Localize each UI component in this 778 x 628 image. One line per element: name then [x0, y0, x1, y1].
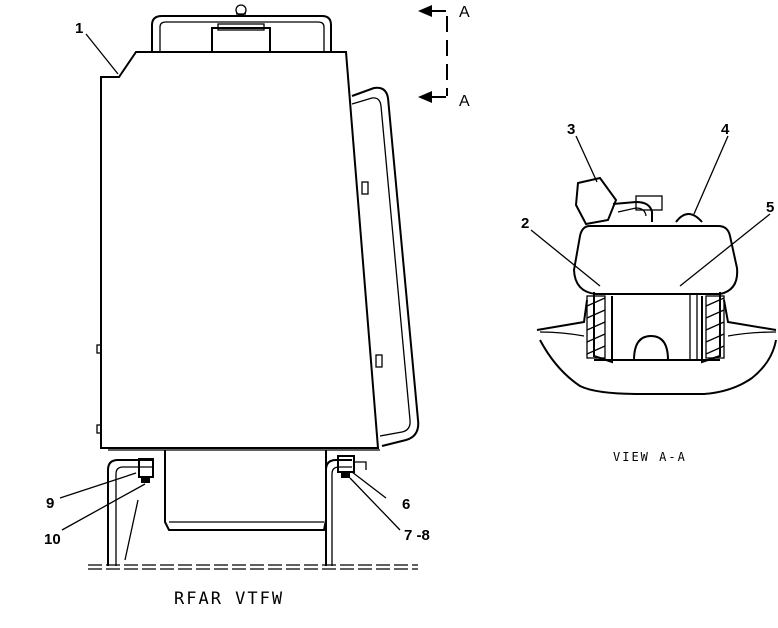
cap-knob: [235, 4, 247, 16]
callout-3: 3: [567, 121, 575, 138]
callout-9: 9: [46, 495, 54, 512]
tag: [574, 176, 618, 226]
callout-6: 6: [402, 496, 410, 513]
callout-4: 4: [721, 121, 730, 138]
side-guard: [351, 86, 420, 447]
right-bracket: [325, 459, 352, 566]
section-marker: A A: [418, 4, 470, 110]
rear-view-assembly: [88, 4, 420, 570]
tank-body: [100, 51, 380, 449]
lower-canister: [164, 450, 327, 531]
view-aa-detail: [536, 176, 777, 395]
filler-cap: [211, 27, 271, 53]
float-ball: [633, 334, 669, 361]
top-handle: [151, 15, 332, 52]
gasket-right: [705, 295, 725, 359]
left-bracket: [107, 459, 152, 566]
callout-1: 1: [75, 20, 83, 37]
section-letter-bottom: A: [459, 93, 470, 110]
caption-rear-view: RFAR VTFW: [174, 589, 284, 609]
left-bolt: [138, 458, 154, 478]
callout-2: 2: [521, 215, 529, 232]
gasket-left: [586, 295, 606, 359]
caption-view-aa: VIEW A-A: [613, 450, 687, 464]
leader-lines: [59, 33, 771, 531]
callout-5: 5: [766, 199, 774, 216]
right-bolt: [337, 455, 355, 473]
callout-7-8: 7 -8: [404, 527, 430, 544]
callout-10: 10: [44, 531, 61, 548]
tank-wall: [536, 299, 777, 331]
section-letter-top: A: [459, 4, 470, 21]
